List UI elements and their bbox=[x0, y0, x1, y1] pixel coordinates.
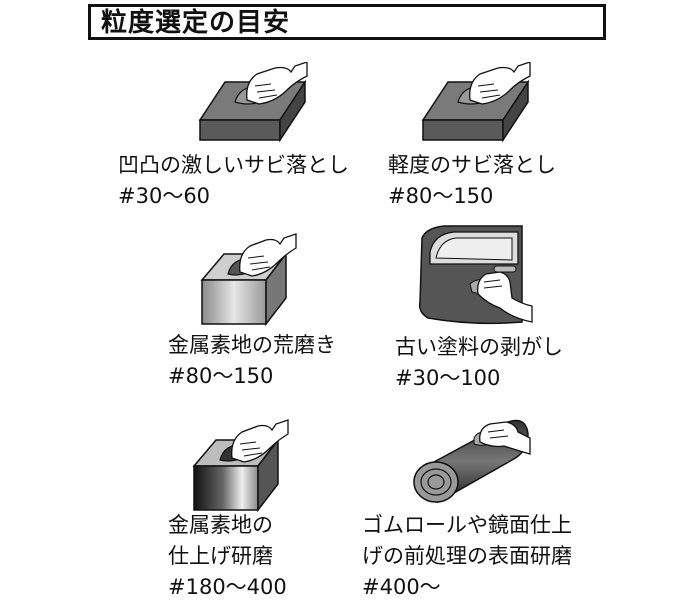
title-box: 粒度選定の目安 bbox=[88, 4, 606, 40]
sanding-metal-gradient-icon bbox=[192, 419, 289, 513]
item-label-6: ゴムロールや鏡面仕上げの前処理の表面研磨#400〜 bbox=[362, 513, 572, 599]
sanding-block-flat-icon bbox=[198, 62, 308, 143]
sanding-car-door-icon bbox=[418, 225, 533, 325]
item-label-4: 古い塗料の剥がし#30〜100 bbox=[395, 335, 563, 390]
sanding-rubber-roll-icon bbox=[413, 419, 531, 504]
item-label-3: 金属素地の荒磨き#80〜150 bbox=[168, 333, 336, 388]
item-label-5: 金属素地の仕上げ研磨#180〜400 bbox=[168, 513, 287, 599]
sanding-metal-block-icon bbox=[200, 233, 297, 327]
item-label-1: 凹凸の激しいサビ落とし#30〜60 bbox=[118, 153, 349, 208]
sanding-block-flat-icon bbox=[421, 62, 531, 143]
page-title: 粒度選定の目安 bbox=[101, 8, 291, 38]
item-label-2: 軽度のサビ落とし#80〜150 bbox=[388, 153, 556, 208]
